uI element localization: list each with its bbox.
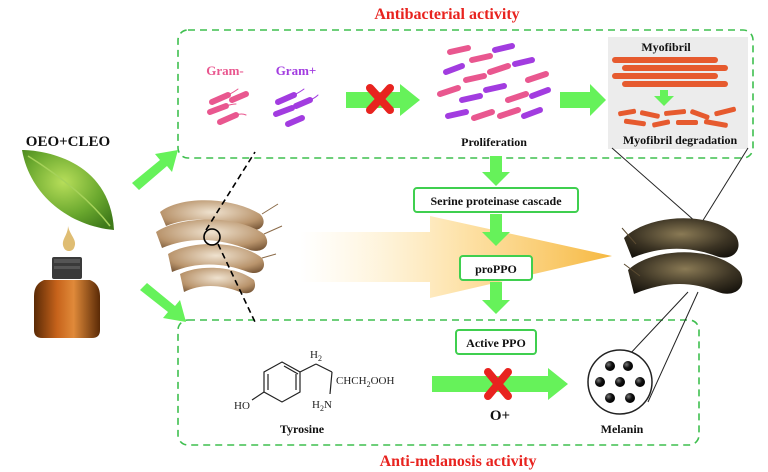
serine-cascade-label: Serine proteinase cascade <box>430 194 562 208</box>
antimelanosis-title: Anti-melanosis activity <box>380 453 537 470</box>
inputs-label: OEO+CLEO <box>26 134 110 150</box>
antimelanosis-box <box>177 319 700 446</box>
antibacterial-title: Antibacterial activity <box>374 6 519 23</box>
proliferation-label: Proliferation <box>461 135 527 149</box>
arrow-to-myofibril <box>560 84 606 116</box>
myofibril-icon <box>612 57 728 87</box>
arrow-to-antibacterial <box>132 150 178 190</box>
zoom-line-top <box>205 151 256 231</box>
transformation-beam <box>300 216 612 298</box>
arrow-myofibril-down <box>654 90 674 106</box>
arrow-proppo-to-activeppo <box>482 282 510 314</box>
o-plus-label: O+ <box>490 408 510 424</box>
tyrosine-structure-icon <box>251 361 333 403</box>
oil-drop-icon <box>62 226 76 251</box>
proppo-label: proPPO <box>475 262 517 276</box>
arrow-to-antimelanosis <box>140 283 186 322</box>
raw-shrimp-image <box>156 200 283 294</box>
antibacterial-box <box>177 29 754 159</box>
gram-negative-label: Gram- <box>206 63 244 78</box>
arrow-serine-to-proppo <box>482 214 510 246</box>
connector-panel-right <box>701 147 749 223</box>
arrow-proliferation-to-serine <box>482 156 510 186</box>
chem-h2-label: H2 <box>310 349 322 363</box>
myofibril-degradation-label: Myofibril degradation <box>623 133 738 147</box>
zoom-line-bottom <box>217 243 256 323</box>
chem-ho-label: HO <box>234 400 250 412</box>
serine-cascade-box <box>413 187 579 213</box>
myofibril-panel <box>608 37 748 149</box>
melanin-granules-icon <box>595 361 645 403</box>
cross-icon-melanosis <box>484 368 512 400</box>
myofibril-fragments-icon <box>618 106 736 128</box>
zoom-circle-icon <box>203 228 221 246</box>
proppo-box <box>459 255 533 281</box>
melanosis-shrimp-image <box>621 218 743 294</box>
proliferation-bacteria-icon <box>437 43 551 121</box>
connector-melanin-left <box>627 291 689 357</box>
myofibril-label: Myofibril <box>641 40 691 54</box>
connector-panel-left <box>611 147 697 223</box>
active-ppo-box <box>455 329 537 355</box>
active-ppo-label: Active PPO <box>466 336 526 350</box>
gram-positive-label: Gram+ <box>276 63 317 78</box>
leaf-icon <box>22 150 114 230</box>
melanin-label: Melanin <box>601 422 644 436</box>
tyrosine-label: Tyrosine <box>280 422 325 436</box>
bottle-icon <box>34 257 100 338</box>
connector-melanin-right <box>647 291 699 403</box>
gram-negative-bacteria-icon <box>207 88 249 125</box>
chem-nh2-label: H2N <box>312 399 332 413</box>
cross-icon-antibacterial <box>366 84 394 114</box>
gram-positive-bacteria-icon <box>273 88 319 127</box>
chem-chain-label: CHCH2OOH <box>336 375 394 389</box>
